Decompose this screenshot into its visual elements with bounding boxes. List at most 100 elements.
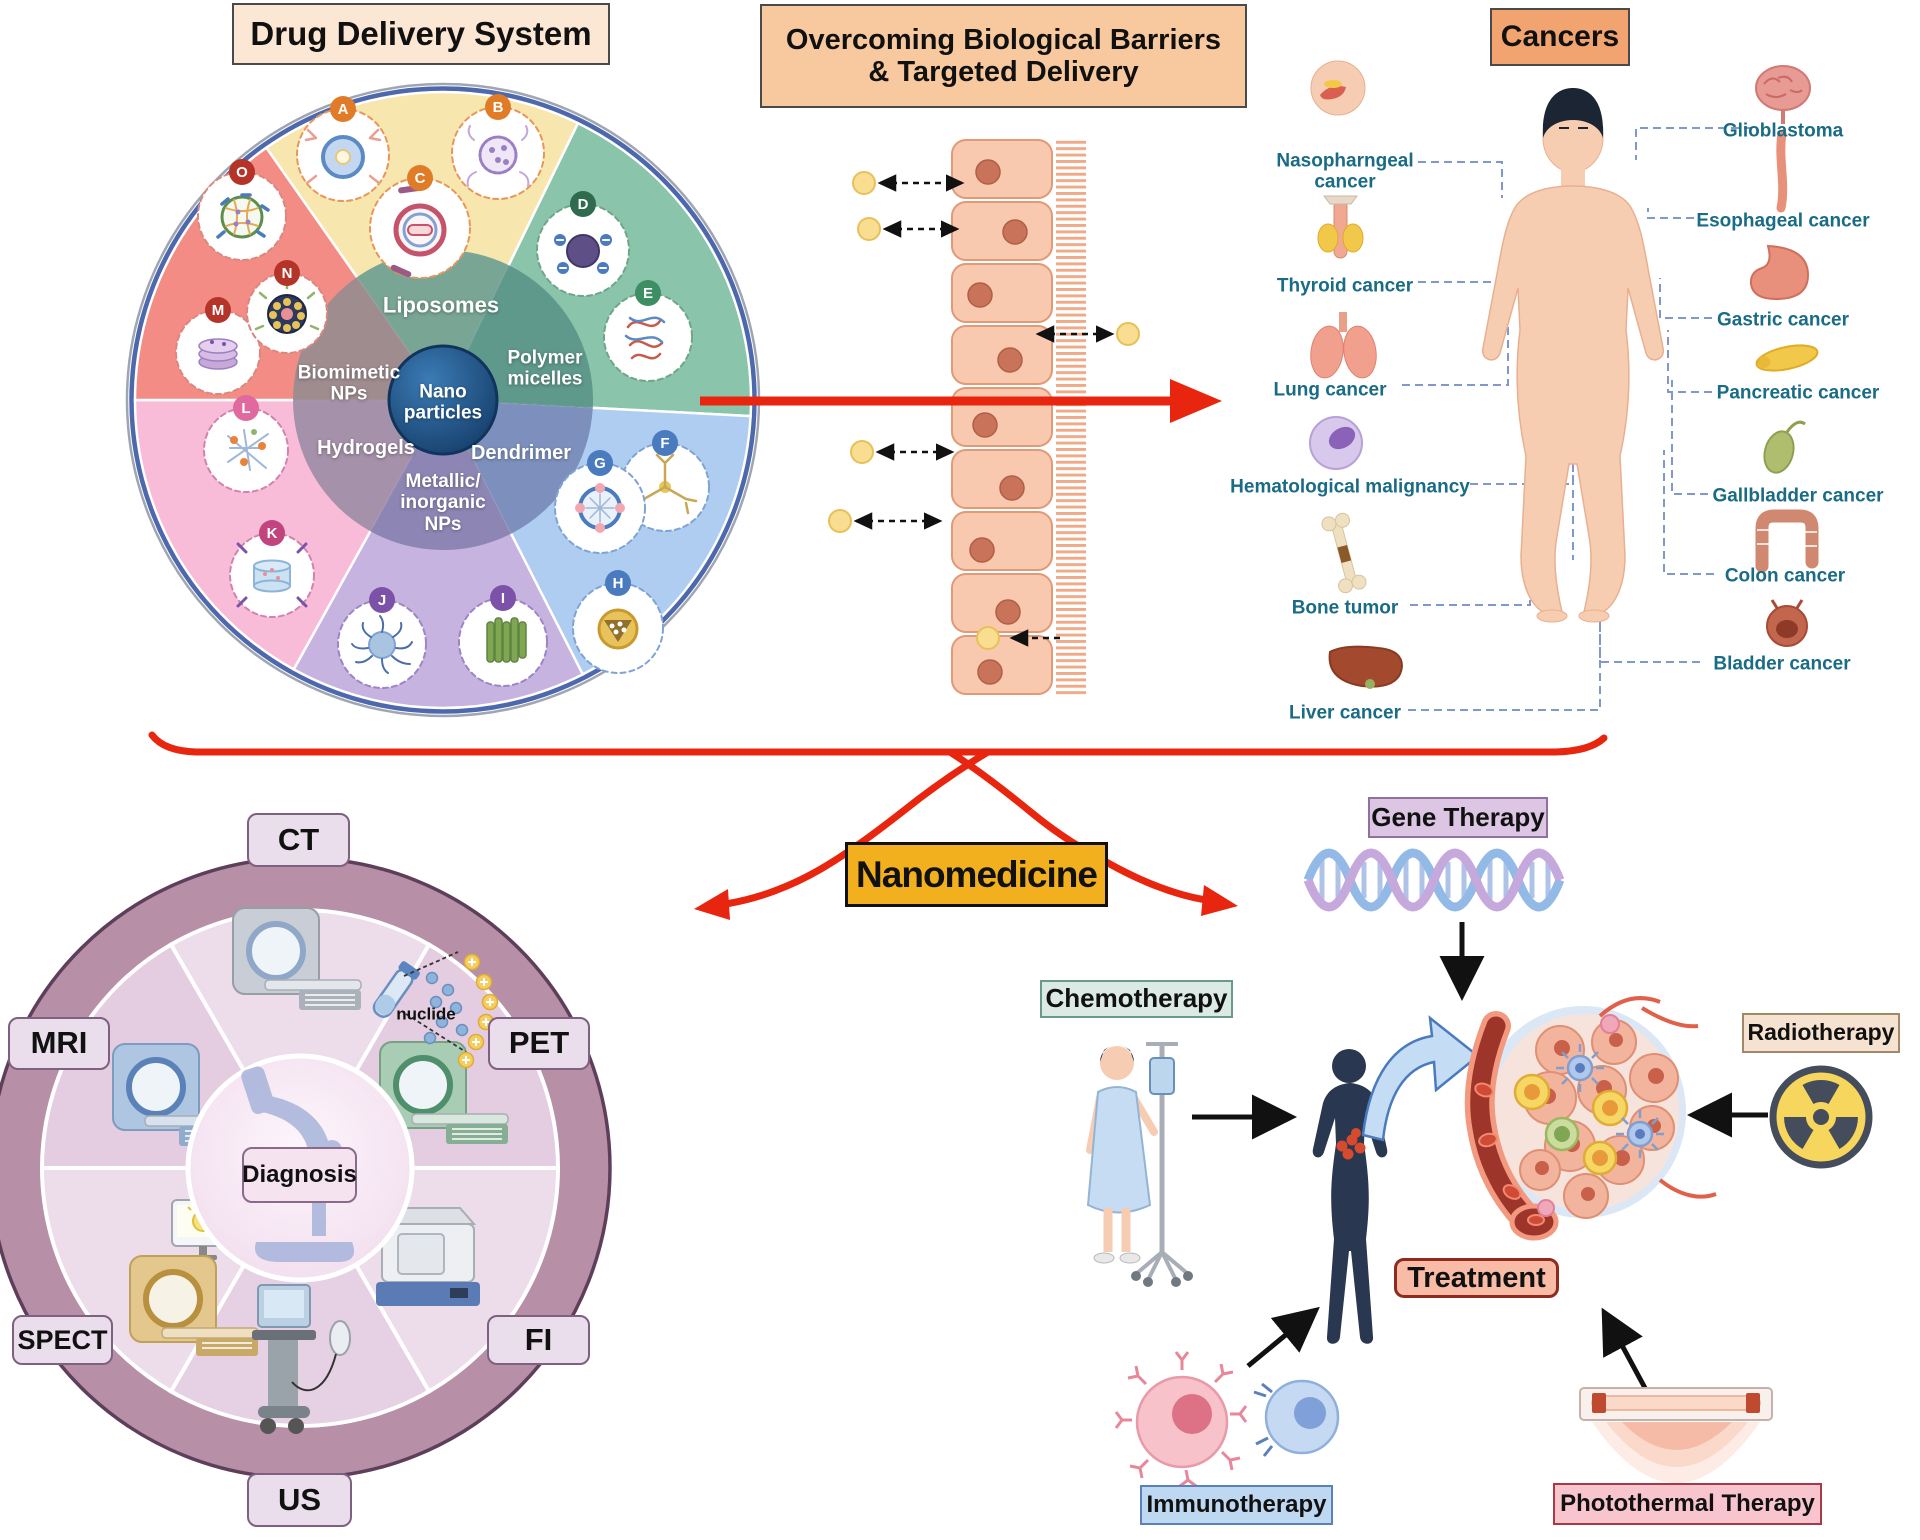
ultrasound-cart-icon: [252, 1284, 351, 1434]
cancers-panel: [1309, 60, 1819, 711]
letter-badge: B: [493, 99, 504, 116]
nanomedicine-label: Nanomedicine: [845, 842, 1108, 907]
microvilli-brush-border: [1056, 140, 1086, 696]
nasopharynx-icon: [1310, 60, 1366, 116]
cancer-label-hematological: Hematological malignancy: [1230, 476, 1470, 498]
chemotherapy-label: Chemotherapy: [1040, 980, 1233, 1018]
cancers-title: Cancers: [1490, 8, 1630, 66]
drug-delivery-wheel: A B C D E F G H I J K L M N O: [125, 82, 761, 718]
diagnosis-label: Diagnosis: [242, 1147, 357, 1203]
treatment-cluster: [1086, 848, 1873, 1488]
modality-ct: CT: [247, 813, 350, 867]
bladder-icon: [1766, 599, 1808, 647]
gene-therapy-label: Gene Therapy: [1368, 797, 1548, 838]
cancer-label-bladder: Bladder cancer: [1713, 653, 1851, 675]
letter-badge: A: [338, 101, 349, 118]
particle-B-icon: [451, 106, 545, 200]
treatment-label: Treatment: [1394, 1258, 1559, 1298]
particle-G-icon: [554, 462, 646, 554]
hair: [1542, 88, 1604, 138]
particle-J-icon: [337, 599, 427, 689]
blood-cell-icon: [1309, 416, 1363, 470]
gallbladder-icon: [1763, 420, 1806, 474]
letter-badge: K: [267, 525, 278, 542]
stomach-icon: [1749, 244, 1810, 301]
human-body-illustration: [1481, 88, 1665, 623]
letter-badge: I: [501, 590, 505, 607]
zoom-arrow-icon: [1361, 1015, 1481, 1142]
particle-H-icon: [572, 582, 664, 674]
drug-delivery-title: Drug Delivery System: [232, 3, 610, 65]
mri-scanner-icon: [112, 1043, 242, 1146]
pet-scanner-icon: [379, 1041, 509, 1144]
cancer-label-bone: Bone tumor: [1291, 597, 1399, 619]
nuclide-label: nuclide: [396, 1004, 456, 1024]
infrared-lamp-icon: [1579, 1387, 1773, 1483]
radiation-symbol-icon: [1769, 1065, 1873, 1169]
segment-label-liposomes: Liposomes: [382, 292, 500, 318]
tumor-dots: [1336, 1128, 1366, 1160]
particle-M-icon: [175, 309, 261, 395]
nanomedicine-flow: [148, 731, 1608, 920]
thyroid-icon: [1317, 195, 1364, 259]
nanoparticle-examples: [175, 106, 710, 689]
dna-helix-icon: [1303, 848, 1565, 912]
segment-label-hydrogels: Hydrogels: [317, 436, 415, 459]
letter-badge: E: [643, 285, 653, 302]
segment-label-dendrimer: Dendrimer: [470, 441, 572, 464]
letter-badge: N: [282, 265, 293, 282]
particle-L-icon: [203, 407, 289, 493]
wheel-center-label: Nano particles: [403, 381, 483, 424]
esophagus-icon: [1776, 129, 1788, 213]
cancer-label-thyroid: Thyroid cancer: [1276, 275, 1414, 297]
wheel-letter-badges: A B C D E F G H I J K L M N O: [205, 94, 678, 613]
immune-cell-icons: [1114, 1351, 1340, 1488]
cancer-label-glioblastoma: Glioblastoma: [1722, 120, 1844, 142]
bone-icon: [1321, 512, 1367, 594]
particle-D-icon: [536, 203, 630, 297]
delivery-red-arrow: [700, 379, 1222, 423]
epithelial-cells: [951, 139, 1053, 695]
colon-icon: [1755, 509, 1819, 573]
pancreas-icon: [1755, 344, 1819, 372]
chemo-patient-icon: [1086, 1042, 1193, 1287]
cancer-label-liver: Liver cancer: [1289, 702, 1401, 724]
letter-badge: O: [236, 164, 248, 181]
modality-us: US: [247, 1473, 352, 1527]
radiotherapy-label: Radiotherapy: [1742, 1013, 1900, 1053]
cancer-label-esophageal: Esophageal cancer: [1696, 210, 1870, 232]
modality-mri: MRI: [8, 1017, 110, 1070]
photothermal-label: Photothermal Therapy: [1553, 1483, 1822, 1525]
particle-E-icon: [603, 292, 693, 382]
cancer-label-gastric: Gastric cancer: [1716, 309, 1850, 331]
letter-badge: G: [594, 455, 606, 472]
segment-label-polymer-micelles: Polymer micelles: [507, 347, 583, 390]
letter-badge: D: [578, 196, 589, 213]
letter-badge: H: [613, 575, 624, 592]
lungs-icon: [1310, 312, 1377, 379]
letter-badge: C: [415, 170, 426, 187]
particle-I-icon: [458, 597, 548, 687]
cancer-label-nasopharyngeal: Nasopharngeal cancer: [1276, 150, 1414, 193]
cancer-label-gallbladder: Gallbladder cancer: [1712, 485, 1884, 507]
letter-badge: M: [212, 302, 225, 319]
particle-K-icon: [229, 532, 315, 618]
cancer-label-lung: Lung cancer: [1273, 379, 1387, 401]
modality-pet: PET: [488, 1017, 590, 1070]
segment-label-metallic: Metallic/ inorganic NPs: [400, 471, 486, 535]
letter-badge: F: [660, 435, 669, 452]
wheel-center-hub: [387, 344, 499, 456]
particle-C-icon: [369, 177, 471, 279]
cancer-label-pancreatic: Pancreatic cancer: [1716, 382, 1880, 404]
particle-transport-arrows: [853, 174, 1115, 647]
segment-label-biomimetic: Biomimetic NPs: [297, 362, 401, 405]
letter-badge: L: [241, 400, 250, 417]
modality-fi: FI: [487, 1315, 590, 1365]
barrier-title: Overcoming Biological Barriers & Targete…: [760, 4, 1247, 108]
patient-silhouette-icon: [1312, 1049, 1388, 1344]
particle-A-icon: [296, 108, 390, 202]
tumor-microenvironment-icon: [1464, 996, 1717, 1241]
cancer-label-colon: Colon cancer: [1724, 565, 1846, 587]
